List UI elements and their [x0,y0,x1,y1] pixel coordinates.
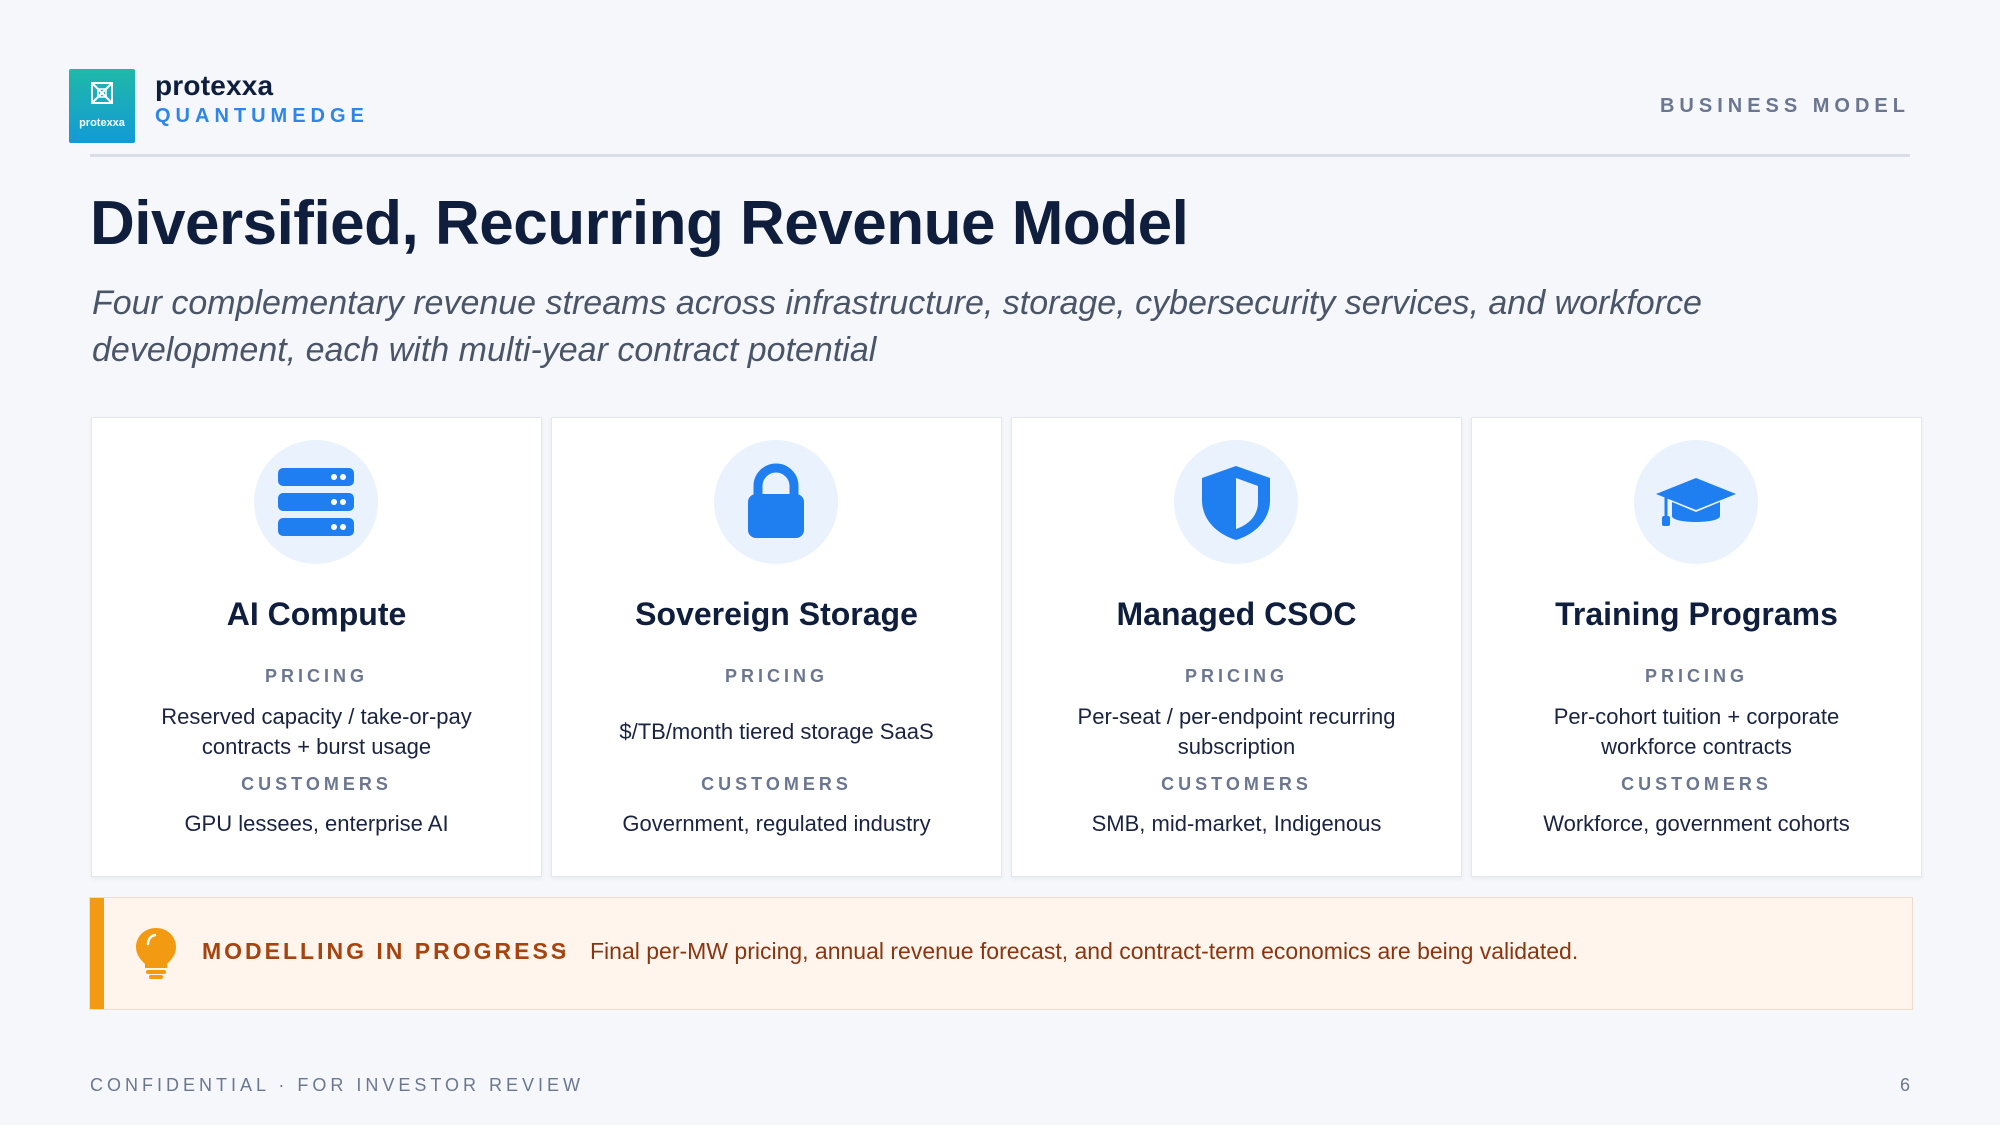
notice-separator: · [560,936,568,962]
pricing-label: PRICING [724,666,828,686]
pricing-value: Per-seat / per-endpoint recurring subscr… [1077,704,1396,759]
shield-icon [1202,466,1270,540]
card-icon-wrap [714,440,838,564]
notice-accent-bar [90,898,104,1009]
card-title: Training Programs [1555,596,1838,632]
pricing-value: $/TB/month tiered storage SaaS [619,719,934,744]
pricing-value: Per-cohort tuition + corporate workforce… [1553,704,1840,759]
header-divider [90,154,1910,157]
customers-label: CUSTOMERS [1621,774,1772,794]
customers-text: Government, regulated industry [622,811,931,836]
card-icon-wrap [254,440,378,564]
notice-text: Final per-MW pricing, annual revenue for… [590,938,1579,964]
pricing-text: $/TB/month tiered storage SaaS [592,702,961,762]
card-title: Sovereign Storage [635,596,918,632]
page-number: 6 [1899,1075,1910,1095]
modelling-notice: MODELLING IN PROGRESS · Final per-MW pri… [89,897,1913,1010]
pricing-text: Per-cohort tuition + corporate workforce… [1512,702,1881,762]
revenue-stream-cards: AI Compute PRICING Reserved capacity / t… [91,417,1922,877]
pricing-value: Reserved capacity / take-or-pay contract… [161,704,472,759]
brand-logo: protexxa [69,69,135,143]
card-icon-wrap [1634,440,1758,564]
card-ai-compute: AI Compute PRICING Reserved capacity / t… [91,417,542,877]
customers-label: CUSTOMERS [1161,774,1312,794]
graduation-cap-icon [1656,478,1736,526]
card-title: Managed CSOC [1116,596,1357,632]
logo-glyph-icon [91,82,113,104]
lightbulb-icon [136,928,176,979]
customers-text: SMB, mid-market, Indigenous [1091,811,1382,836]
customers-label: CUSTOMERS [701,774,852,794]
lock-icon [748,463,804,538]
customers-label: CUSTOMERS [241,774,392,794]
pricing-text: Reserved capacity / take-or-pay contract… [132,702,501,762]
pricing-label: PRICING [1184,666,1288,686]
customers-text: GPU lessees, enterprise AI [184,811,449,836]
card-title: AI Compute [226,596,407,632]
card-icon-wrap [1174,440,1298,564]
pricing-label: PRICING [1644,666,1748,686]
brand-subtitle: QUANTUMEDGE [155,105,369,127]
page-title: Diversified, Recurring Revenue Model [90,189,1189,258]
section-label: BUSINESS MODEL [1659,95,1910,117]
pricing-label: PRICING [264,666,368,686]
logo-text: protexxa [79,117,125,129]
notice-label: MODELLING IN PROGRESS [202,938,570,964]
brand-name: protexxa [155,70,274,101]
pricing-text: Per-seat / per-endpoint recurring subscr… [1052,702,1421,762]
page-subtitle: Four complementary revenue streams acros… [92,284,1702,369]
card-sovereign-storage: Sovereign Storage PRICING $/TB/month tie… [551,417,1002,877]
customers-text: Workforce, government cohorts [1543,811,1850,836]
card-training-programs: Training Programs PRICING Per-cohort tui… [1471,417,1922,877]
server-icon [278,468,354,536]
card-managed-csoc: Managed CSOC PRICING Per-seat / per-endp… [1011,417,1462,877]
footer-confidential: CONFIDENTIAL · FOR INVESTOR REVIEW [90,1075,585,1095]
